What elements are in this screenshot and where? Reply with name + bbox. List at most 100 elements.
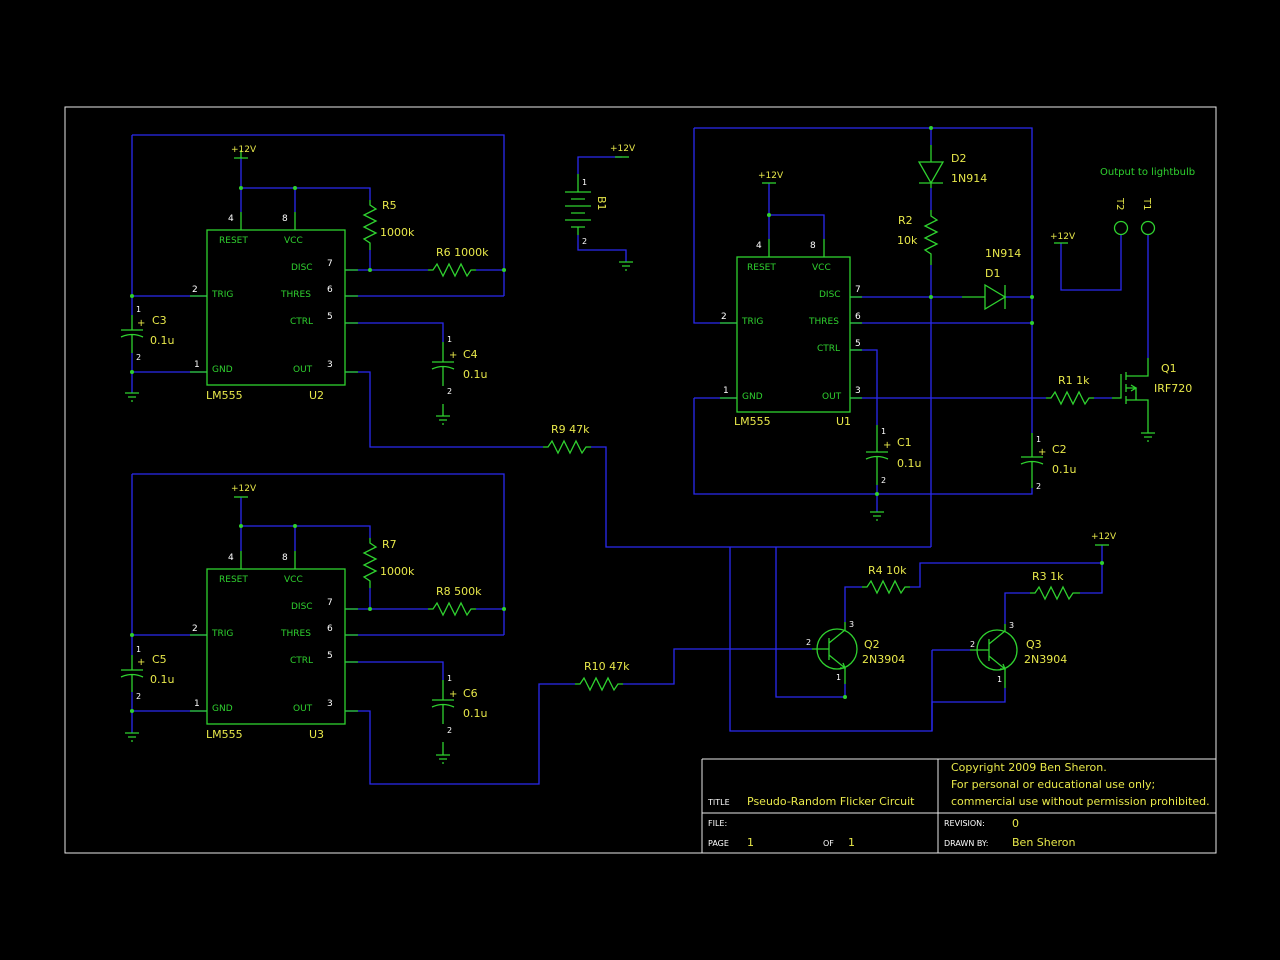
resistor-r5: R5 1000k xyxy=(362,199,415,250)
svg-text:7: 7 xyxy=(327,259,333,269)
svg-text:GND: GND xyxy=(742,392,763,402)
svg-text:2: 2 xyxy=(136,353,141,362)
transistor-q2: 2 3 1 Q2 2N3904 xyxy=(806,620,905,684)
svg-text:DISC: DISC xyxy=(291,602,313,612)
svg-text:DISC: DISC xyxy=(291,263,313,273)
svg-text:R8 500k: R8 500k xyxy=(436,585,482,598)
svg-text:OUT: OUT xyxy=(822,392,842,402)
svg-text:GND: GND xyxy=(212,365,233,375)
svg-text:T2: T2 xyxy=(1114,197,1125,210)
svg-text:1000k: 1000k xyxy=(380,565,415,578)
svg-text:1: 1 xyxy=(194,699,200,709)
svg-text:1: 1 xyxy=(881,427,886,436)
svg-text:1: 1 xyxy=(723,386,729,396)
svg-text:2: 2 xyxy=(970,640,975,649)
svg-text:1: 1 xyxy=(136,305,141,314)
title-block: TITLE Pseudo-Random Flicker Circuit Copy… xyxy=(701,758,1216,853)
svg-text:6: 6 xyxy=(327,285,333,295)
svg-text:1: 1 xyxy=(836,673,841,682)
svg-text:C6: C6 xyxy=(463,687,478,700)
svg-text:GND: GND xyxy=(212,704,233,714)
svg-text:CTRL: CTRL xyxy=(290,656,313,666)
drawn-by-value: Ben Sheron xyxy=(1012,836,1076,849)
svg-text:R5: R5 xyxy=(382,199,397,212)
svg-text:+: + xyxy=(137,657,145,668)
resistor-r6: R6 1000k xyxy=(428,246,489,278)
svg-text:D2: D2 xyxy=(951,152,966,165)
svg-text:10k: 10k xyxy=(897,234,918,247)
svg-text:+: + xyxy=(883,440,891,451)
svg-text:1: 1 xyxy=(447,674,452,683)
of-value: 1 xyxy=(848,836,855,849)
revision-label: REVISION: xyxy=(944,819,985,828)
ic-u1: RESET VCC DISC THRES TRIG CTRL GND OUT 4… xyxy=(720,239,862,428)
resistor-r3: R3 1k xyxy=(1030,570,1080,601)
svg-text:R4 10k: R4 10k xyxy=(868,564,907,577)
svg-text:C2: C2 xyxy=(1052,443,1067,456)
svg-text:IRF720: IRF720 xyxy=(1154,382,1192,395)
resistor-r2: R2 10k xyxy=(897,210,939,265)
svg-text:R3 1k: R3 1k xyxy=(1032,570,1064,583)
svg-text:CTRL: CTRL xyxy=(290,317,313,327)
svg-text:6: 6 xyxy=(855,312,861,322)
svg-text:1: 1 xyxy=(1036,435,1041,444)
svg-text:3: 3 xyxy=(1009,621,1014,630)
svg-text:+: + xyxy=(449,689,457,700)
svg-text:5: 5 xyxy=(327,651,333,661)
svg-text:1: 1 xyxy=(136,645,141,654)
resistor-r9: R9 47k xyxy=(543,423,591,455)
drawing-title: Pseudo-Random Flicker Circuit xyxy=(747,795,915,808)
svg-text:2: 2 xyxy=(881,476,886,485)
svg-text:+: + xyxy=(449,350,457,361)
svg-text:C3: C3 xyxy=(152,314,167,327)
svg-text:8: 8 xyxy=(282,214,288,224)
capacitor-c3: 1 2 + C3 0.1u xyxy=(120,305,174,362)
svg-text:R6 1000k: R6 1000k xyxy=(436,246,489,259)
svg-text:2: 2 xyxy=(447,726,452,735)
ic-ref: U3 xyxy=(309,728,324,741)
file-label: FILE: xyxy=(708,819,727,828)
page-label: PAGE xyxy=(708,839,729,848)
svg-text:8: 8 xyxy=(810,241,816,251)
svg-text:Q3: Q3 xyxy=(1026,638,1042,651)
svg-text:R9 47k: R9 47k xyxy=(551,423,590,436)
svg-text:R10 47k: R10 47k xyxy=(584,660,630,673)
title-label: TITLE xyxy=(707,798,730,807)
svg-text:0.1u: 0.1u xyxy=(150,673,174,686)
svg-text:8: 8 xyxy=(282,553,288,563)
drawing-border xyxy=(64,106,1217,854)
diode-d1: 1N914 D1 xyxy=(962,247,1021,311)
capacitor-c4: 1 2 + C4 0.1u xyxy=(431,335,487,396)
transistor-q3: 2 3 1 Q3 2N3904 xyxy=(970,621,1067,688)
svg-text:+: + xyxy=(1038,447,1046,458)
svg-text:3: 3 xyxy=(327,360,333,370)
svg-text:4: 4 xyxy=(228,553,234,563)
svg-text:2: 2 xyxy=(1036,482,1041,491)
svg-text:1: 1 xyxy=(997,675,1002,684)
svg-text:D1: D1 xyxy=(985,267,1000,280)
svg-text:1: 1 xyxy=(447,335,452,344)
battery-b1: 1 2 B1 xyxy=(565,174,608,246)
svg-text:+: + xyxy=(137,318,145,329)
svg-text:0.1u: 0.1u xyxy=(463,707,487,720)
svg-text:OUT: OUT xyxy=(293,365,313,375)
svg-text:VCC: VCC xyxy=(284,236,303,246)
svg-text:THRES: THRES xyxy=(280,629,311,639)
svg-text:RESET: RESET xyxy=(219,575,248,585)
svg-text:VCC: VCC xyxy=(812,263,831,273)
svg-text:Q1: Q1 xyxy=(1161,362,1177,375)
junctions xyxy=(130,126,1104,713)
svg-text:1N914: 1N914 xyxy=(985,247,1021,260)
capacitor-c6: 1 2 + C6 0.1u xyxy=(431,674,487,735)
ic-part: LM555 xyxy=(206,728,243,741)
svg-text:TRIG: TRIG xyxy=(211,290,233,300)
svg-text:R7: R7 xyxy=(382,538,397,551)
svg-text:2: 2 xyxy=(447,387,452,396)
supply-label: +12V xyxy=(1091,532,1117,542)
svg-text:THRES: THRES xyxy=(808,317,839,327)
svg-text:4: 4 xyxy=(228,214,234,224)
resistor-r7: R7 1000k xyxy=(362,538,415,588)
supply-label: +12V xyxy=(610,144,636,154)
svg-text:2: 2 xyxy=(192,285,198,295)
